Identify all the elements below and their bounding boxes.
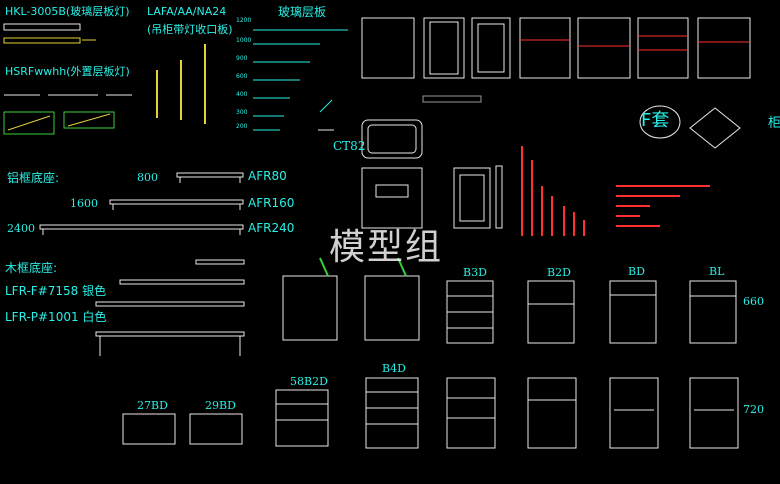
lafa-sub-label: (吊柜带灯收口板) bbox=[147, 23, 233, 36]
logo-diamond bbox=[639, 105, 741, 149]
logo-text: F套 bbox=[641, 110, 670, 131]
ruler-200: 200 bbox=[236, 123, 248, 130]
base-cabinets-row1 bbox=[446, 280, 737, 344]
right-red-bars bbox=[616, 185, 710, 227]
ruler-1000: 1000 bbox=[236, 37, 252, 44]
hsrf-label: HSRFwwhh(外置层板灯) bbox=[5, 65, 130, 78]
height-660: 660 bbox=[743, 295, 764, 308]
b4d-label: B4D bbox=[382, 362, 406, 375]
glass-shelf-lines bbox=[253, 29, 348, 131]
lafa-label: LAFA/AA/NA24 bbox=[147, 5, 227, 18]
bd-label: BD bbox=[628, 265, 645, 278]
27bd-label: 27BD bbox=[137, 399, 168, 412]
29bd-label: 29BD bbox=[205, 399, 236, 412]
edge-char: 柜 bbox=[768, 116, 780, 131]
size-1600: 1600 bbox=[70, 197, 98, 210]
lfr-f-label: LFR-F#7158 银色 bbox=[5, 284, 107, 298]
lafa-light-strips bbox=[156, 44, 206, 124]
lfr-p-label: LFR-P#1001 白色 bbox=[5, 310, 107, 324]
top-panels bbox=[361, 17, 751, 103]
b3d-label: B3D bbox=[463, 266, 487, 279]
ruler-600: 600 bbox=[236, 73, 248, 80]
b2d-label: B2D bbox=[547, 266, 571, 279]
hkl-label: HKL-3005B(玻璃层板灯) bbox=[5, 5, 130, 18]
afr160-label: AFR160 bbox=[248, 196, 295, 210]
size-800: 800 bbox=[137, 171, 158, 184]
ruler-900: 900 bbox=[236, 55, 248, 62]
base-cabinets-row2 bbox=[122, 377, 739, 449]
height-720: 720 bbox=[743, 403, 764, 416]
wood-bases bbox=[95, 259, 245, 356]
hkl-shelf-light-drawing bbox=[3, 23, 96, 44]
size-2400: 2400 bbox=[7, 222, 35, 235]
afr240-label: AFR240 bbox=[248, 221, 295, 235]
ruler-300: 300 bbox=[236, 109, 248, 116]
ct82-label: CT82 bbox=[333, 139, 366, 153]
sink-cabinets bbox=[282, 257, 420, 341]
stand-drawings bbox=[361, 165, 503, 229]
58b2d-label: 58B2D bbox=[290, 375, 328, 388]
glass-shelf-label: 玻璃层板 bbox=[278, 5, 327, 19]
hsrf-shelf-light-drawing bbox=[3, 94, 132, 135]
ct82-drawing bbox=[318, 119, 423, 159]
afr80-label: AFR80 bbox=[248, 169, 287, 183]
ruler-400: 400 bbox=[236, 91, 248, 98]
alu-base-label: 铝框底座: bbox=[7, 171, 60, 185]
red-vertical-lines bbox=[521, 146, 585, 236]
watermark: 模型组 bbox=[329, 227, 444, 268]
bl-label: BL bbox=[709, 265, 725, 278]
wood-base-label: 木框底座: bbox=[5, 261, 58, 275]
ruler-1200: 1200 bbox=[236, 17, 252, 24]
afr-bases bbox=[39, 172, 244, 235]
